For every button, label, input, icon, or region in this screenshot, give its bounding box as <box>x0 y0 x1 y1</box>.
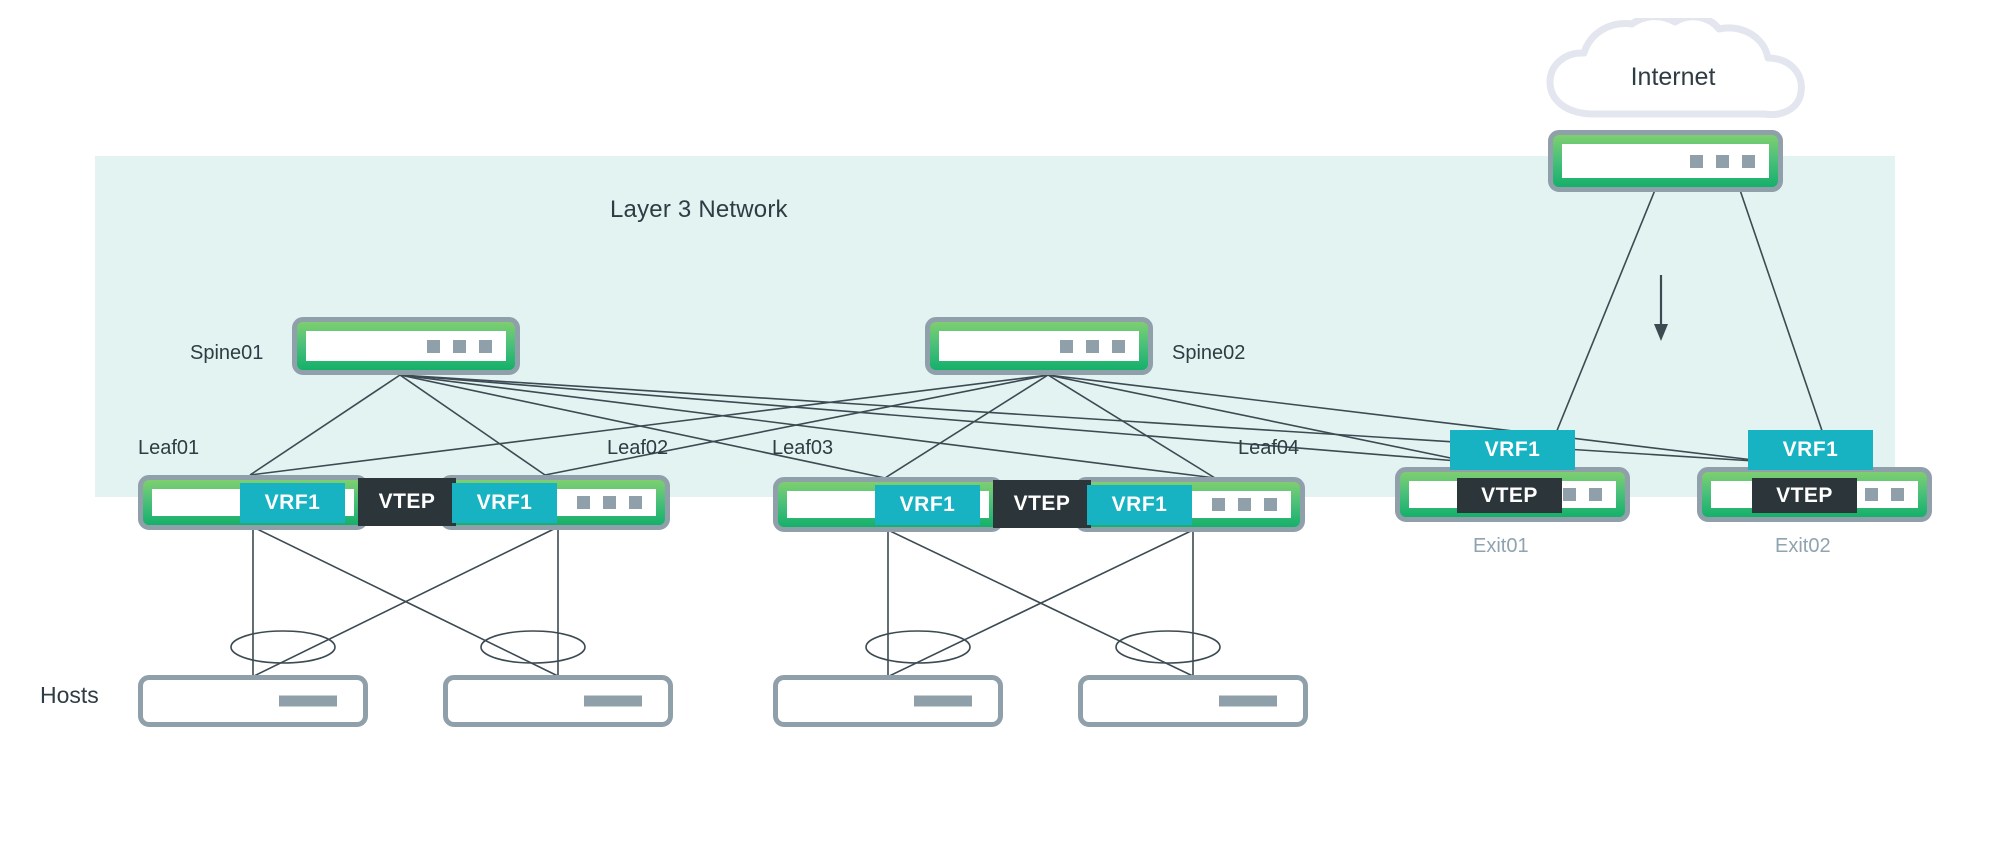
host-indicator-bar <box>914 695 972 707</box>
host-04[interactable] <box>1078 675 1308 727</box>
exit01-vrf-chip[interactable]: VRF1 <box>1450 430 1575 470</box>
status-led <box>1589 488 1602 501</box>
host-03[interactable] <box>773 675 1003 727</box>
leaf03-label: Leaf03 <box>772 437 834 459</box>
exit01-vtep-chip[interactable]: VTEP <box>1457 478 1562 513</box>
status-led <box>453 339 466 353</box>
status-led <box>479 339 492 353</box>
host-indicator-bar <box>584 695 642 707</box>
hosts-group-label: Hosts <box>40 682 99 708</box>
host-indicator-bar <box>1219 695 1277 707</box>
leaf03-vrf-chip[interactable]: VRF1 <box>875 485 980 525</box>
leaf01-label: Leaf01 <box>138 437 200 459</box>
exit02-vrf-chip[interactable]: VRF1 <box>1748 430 1873 470</box>
status-led <box>1060 339 1073 353</box>
host-01[interactable] <box>138 675 368 727</box>
spine02-panel <box>939 331 1139 361</box>
spine01-router[interactable] <box>292 317 520 375</box>
status-led <box>1742 154 1755 168</box>
vtep-leaf01-leaf02-chip[interactable]: VTEP <box>358 478 456 526</box>
status-led <box>603 496 616 509</box>
cloud-label: Internet <box>1630 63 1716 91</box>
border-router[interactable] <box>1548 130 1783 192</box>
exit02-vtep-chip[interactable]: VTEP <box>1752 478 1857 513</box>
spine02-router[interactable] <box>925 317 1153 375</box>
leaf02-vrf-chip[interactable]: VRF1 <box>452 483 557 523</box>
exit02-label: Exit02 <box>1775 535 1831 557</box>
status-led <box>1264 498 1277 511</box>
status-led <box>1891 488 1904 501</box>
status-led <box>1212 498 1225 511</box>
spine02-label: Spine02 <box>1172 342 1246 364</box>
status-led <box>427 339 440 353</box>
leaf02-label: Leaf02 <box>607 437 669 459</box>
vtep-leaf03-leaf04-chip[interactable]: VTEP <box>993 480 1091 528</box>
leaf01-vrf-chip[interactable]: VRF1 <box>240 483 345 523</box>
status-led <box>1716 154 1729 168</box>
status-led <box>1112 339 1125 353</box>
host-02[interactable] <box>443 675 673 727</box>
downward-traffic-arrow <box>1654 275 1668 341</box>
status-led <box>1690 154 1703 168</box>
leaf04-label: Leaf04 <box>1238 437 1300 459</box>
layer3-network-label: Layer 3 Network <box>610 196 788 223</box>
border-router-panel <box>1562 144 1769 178</box>
cloud-icon <box>1546 18 1805 119</box>
host-indicator-bar <box>279 695 337 707</box>
status-led <box>1563 488 1576 501</box>
spine01-panel <box>306 331 506 361</box>
status-led <box>1086 339 1099 353</box>
exit01-label: Exit01 <box>1473 535 1529 557</box>
status-led <box>629 496 642 509</box>
status-led <box>577 496 590 509</box>
leaf04-vrf-chip[interactable]: VRF1 <box>1087 485 1192 525</box>
spine01-label: Spine01 <box>190 342 264 364</box>
status-led <box>1238 498 1251 511</box>
status-led <box>1865 488 1878 501</box>
